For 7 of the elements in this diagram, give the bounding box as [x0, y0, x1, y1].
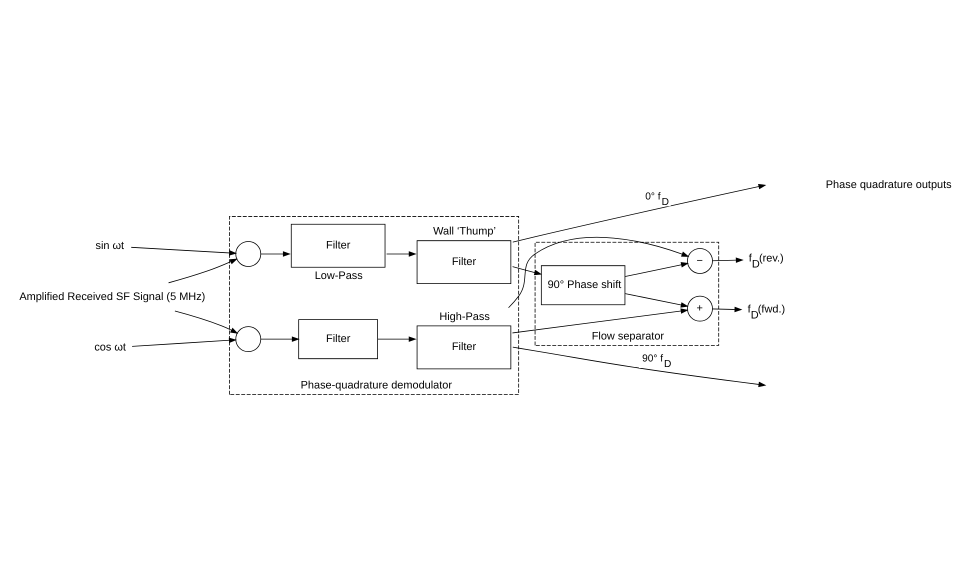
node-label: Low-Pass — [314, 270, 363, 282]
node-text: Amplified Received SF Signal (5 MHz) — [19, 290, 206, 303]
node-text: sin ωt — [96, 240, 124, 252]
label: Phase quadrature outputs — [826, 179, 952, 192]
node-text: cos ωt — [94, 342, 126, 354]
node-label: High-Pass — [439, 310, 490, 323]
node-label: Wall ‘Thump’ — [433, 226, 496, 238]
